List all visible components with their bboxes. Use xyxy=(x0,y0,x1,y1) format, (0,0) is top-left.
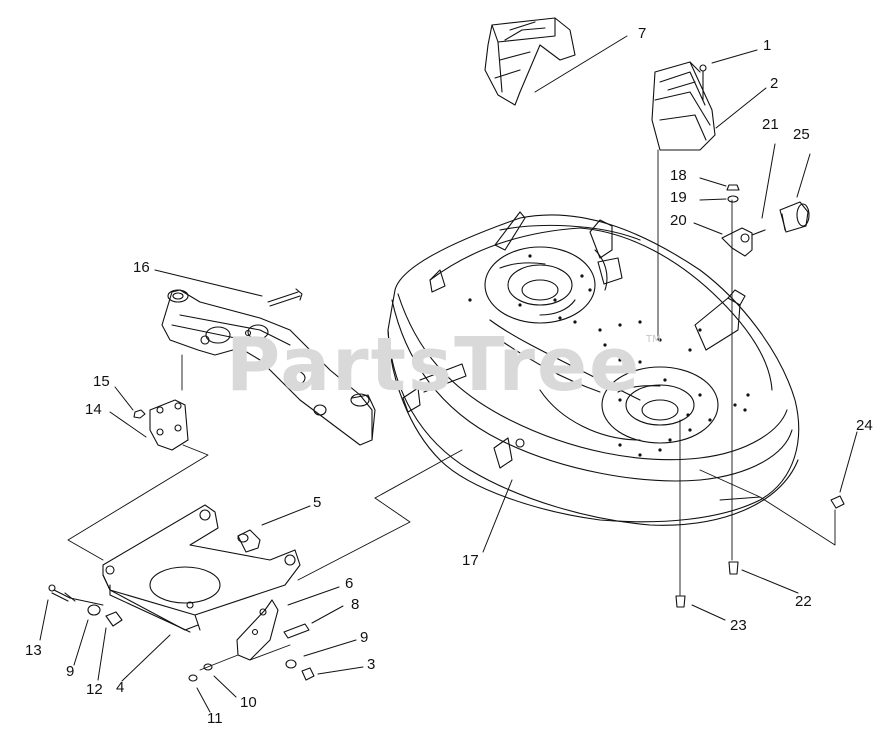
callout-12: 12 xyxy=(86,681,103,698)
callout-15: 15 xyxy=(93,373,110,390)
callout-3: 3 xyxy=(367,656,376,673)
bolt-part-23 xyxy=(676,596,685,607)
bushing-part-12 xyxy=(106,612,122,626)
bolt-part-16 xyxy=(268,289,302,306)
callout-13: 13 xyxy=(25,642,42,659)
washer-part-9-left xyxy=(88,605,100,615)
callout-4: 4 xyxy=(116,679,125,696)
pivot-pin-part-5 xyxy=(238,530,260,552)
bracket-part-14 xyxy=(150,400,188,450)
deck-clip xyxy=(494,438,512,468)
callout-16: 16 xyxy=(133,259,150,276)
callout-9-left: 9 xyxy=(66,663,75,680)
spindle-recess-left xyxy=(485,247,595,323)
screw-part-1 xyxy=(700,65,706,100)
watermark: PartsTree xyxy=(226,322,642,408)
callout-2: 2 xyxy=(770,75,779,92)
bolt-part-13 xyxy=(49,585,75,601)
hardware-18-19 xyxy=(727,185,739,202)
callout-20: 20 xyxy=(670,212,687,229)
callout-19: 19 xyxy=(670,189,687,206)
washer-part-11 xyxy=(189,675,197,681)
discharge-chute-part-7 xyxy=(485,18,575,105)
nut-part-10 xyxy=(204,664,212,670)
callout-25: 25 xyxy=(793,126,810,143)
callout-21: 21 xyxy=(762,116,779,133)
callout-18: 18 xyxy=(670,167,687,184)
callout-11: 11 xyxy=(207,710,223,727)
nut-part-15 xyxy=(134,410,145,418)
bolt-part-22 xyxy=(729,562,738,574)
spindle-recess-right xyxy=(602,367,718,443)
hitch-plate-part-4 xyxy=(103,505,300,632)
washer-part-9-right xyxy=(286,660,296,668)
callout-8: 8 xyxy=(351,596,360,613)
callout-6: 6 xyxy=(345,575,354,592)
knob-part-25 xyxy=(780,202,809,232)
bracket-part-6 xyxy=(237,600,278,660)
callout-17: 17 xyxy=(462,552,479,569)
callout-7: 7 xyxy=(638,25,647,42)
callout-1: 1 xyxy=(763,37,772,54)
deck-bracket-top xyxy=(590,220,612,258)
leader-lines xyxy=(40,36,857,712)
callout-5: 5 xyxy=(313,494,322,511)
spacer-part-8 xyxy=(284,624,309,638)
chute-deflector-part-2 xyxy=(652,62,715,150)
deck-arm-part-16 xyxy=(162,290,375,445)
callout-23: 23 xyxy=(730,617,747,634)
callout-14: 14 xyxy=(85,401,102,418)
clip-nut xyxy=(516,439,524,447)
callout-9-right: 9 xyxy=(360,629,369,646)
mower-deck xyxy=(388,212,799,525)
bolt-part-3 xyxy=(302,668,314,680)
nut-part-24 xyxy=(831,496,844,508)
callout-10: 10 xyxy=(240,694,257,711)
watermark-tm: TM xyxy=(646,334,661,345)
latch-bracket-part-20 xyxy=(722,228,765,256)
callout-22: 22 xyxy=(795,593,812,610)
callout-24: 24 xyxy=(856,417,873,434)
assembly-lines xyxy=(68,150,835,670)
deck-bracket-right xyxy=(695,298,740,350)
